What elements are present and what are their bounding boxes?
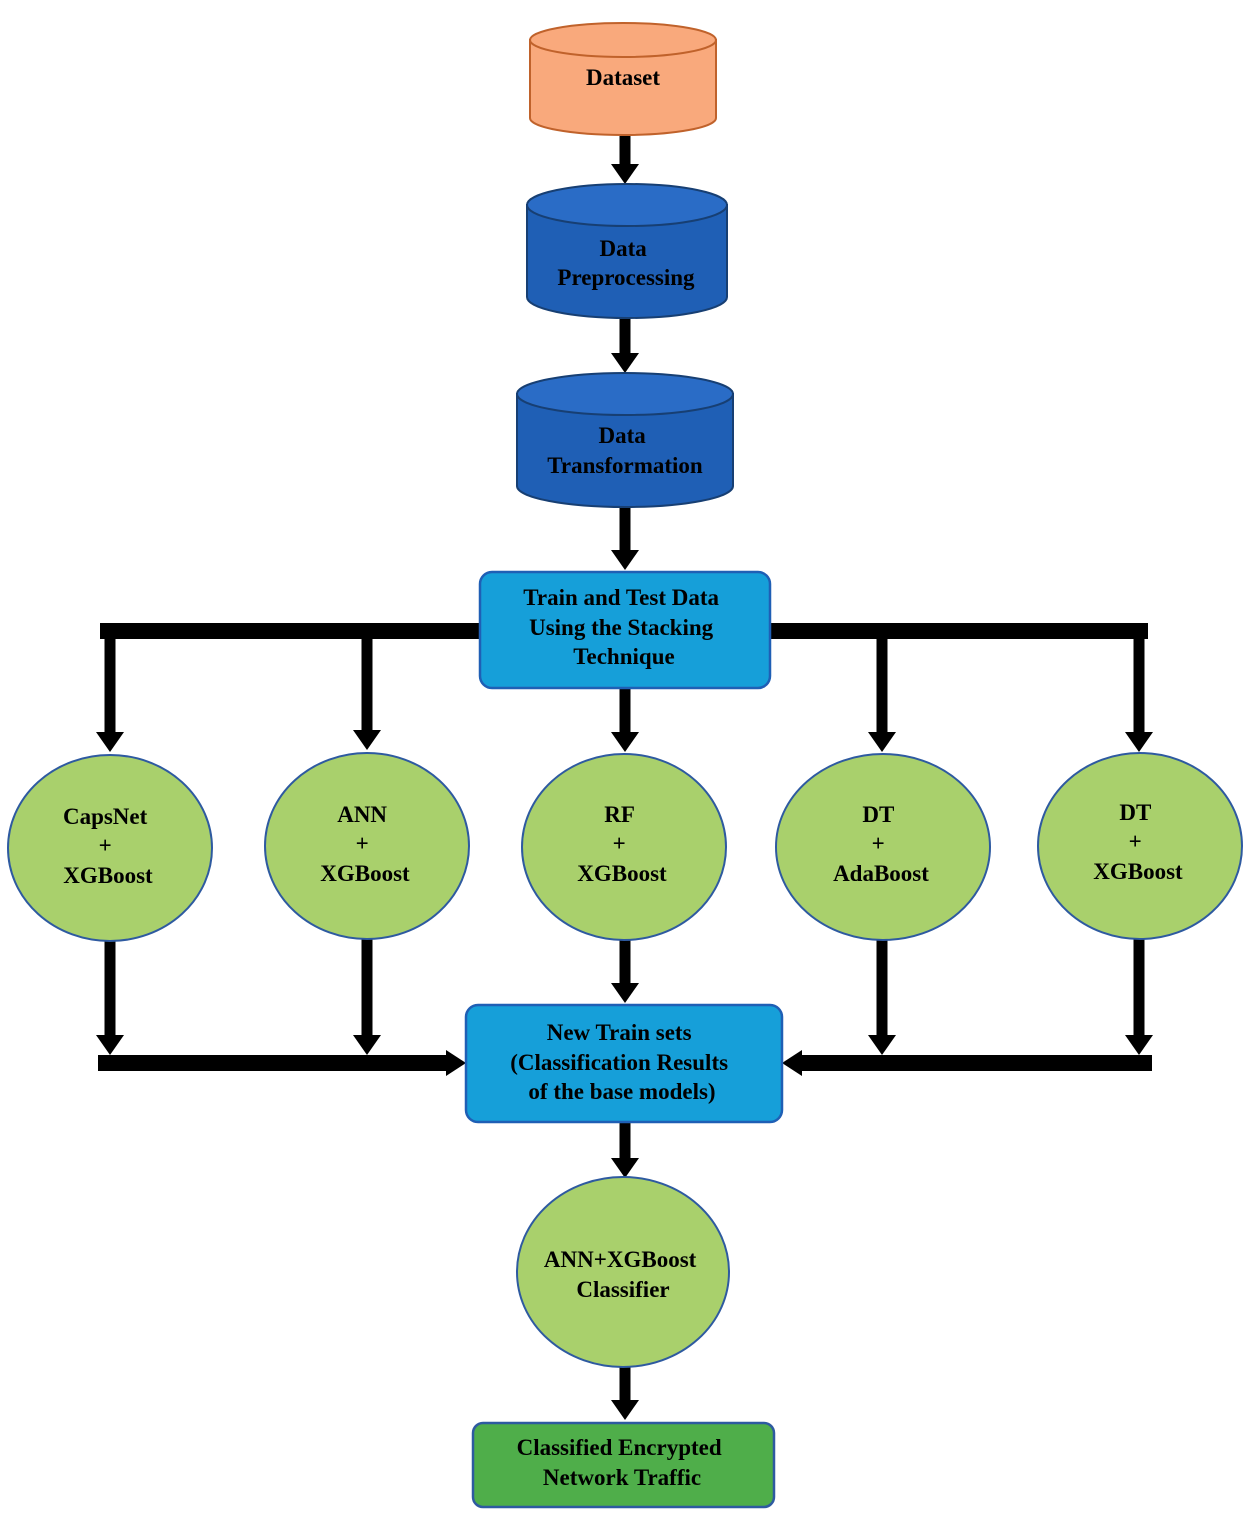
base-model-label-line-2: + xyxy=(99,833,112,858)
base-model-3: RF + XGBoost xyxy=(521,753,727,941)
arrow-to-base-model-4-head xyxy=(868,732,896,752)
base-model-label: RF + XGBoost xyxy=(577,802,667,886)
arrow-from-base-model-5-head xyxy=(1125,1035,1153,1055)
new-train-label: New Train sets (Classification Results o… xyxy=(510,1020,734,1104)
meta-classifier-label-line-2: Classifier xyxy=(576,1277,669,1302)
arrow-to-base-model-1-head xyxy=(96,732,124,752)
base-model-label-line-1: RF xyxy=(604,802,634,827)
arrow-to-base-model-3-head xyxy=(611,732,639,752)
base-model-2: ANN + XGBoost xyxy=(264,752,470,940)
transformation-label: Data Transformation xyxy=(547,423,703,478)
preprocessing-label-line-2: Preprocessing xyxy=(557,265,695,290)
base-model-label-line-1: DT xyxy=(862,802,894,827)
transformation-label-line-2: Transformation xyxy=(547,453,703,478)
arrow-transformation-to-stacking-head xyxy=(611,550,639,570)
connector-arrows xyxy=(96,136,1153,1420)
new-train-box xyxy=(464,1003,784,1124)
meta-classifier-circle xyxy=(516,1176,730,1368)
base-model-circle xyxy=(775,753,991,941)
base-model-label-line-3: XGBoost xyxy=(577,861,667,886)
base-model-label-line-3: XGBoost xyxy=(320,861,410,886)
new-train-label-line-3: of the base models) xyxy=(528,1079,715,1104)
dataset-label-line: Dataset xyxy=(586,65,660,90)
output-node: Classified Encrypted Network Traffic xyxy=(471,1421,776,1509)
transformation-cylinder-top xyxy=(516,372,734,416)
base-model-circle xyxy=(1037,752,1243,940)
output-label-line-2: Network Traffic xyxy=(543,1465,701,1490)
dataset-label: Dataset xyxy=(586,65,660,90)
meta-classifier-label-line-1: ANN+XGBoost xyxy=(544,1247,697,1272)
base-model-label: CapsNet + XGBoost xyxy=(63,804,153,888)
arrow-new-train-to-meta-head xyxy=(611,1158,639,1178)
new-train-node: New Train sets (Classification Results o… xyxy=(464,1003,784,1124)
stacking-label-line-3: Technique xyxy=(573,644,674,669)
base-model-label-line-3: AdaBoost xyxy=(833,861,929,886)
base-model-label-line-2: + xyxy=(613,831,626,856)
stacking-label-line-2: Using the Stacking xyxy=(529,615,714,640)
meta-classifier-node: ANN+XGBoost Classifier xyxy=(516,1176,730,1368)
transformation-label-line-1: Data xyxy=(598,423,646,448)
output-label-line-1: Classified Encrypted xyxy=(517,1435,722,1460)
dataset-cylinder-body xyxy=(529,39,717,136)
base-model-label-line-1: CapsNet xyxy=(63,804,148,829)
base-model-label-line-3: XGBoost xyxy=(1093,859,1183,884)
base-model-4: DT + AdaBoost xyxy=(775,753,991,941)
preprocessing-label-line-1: Data xyxy=(599,236,647,261)
base-model-label-line-2: + xyxy=(872,831,885,856)
arrow-to-base-model-2-head xyxy=(353,730,381,750)
preprocessing-cylinder-top xyxy=(526,183,728,227)
arrow-from-base-model-2-head xyxy=(353,1035,381,1055)
base-model-1: CapsNet + XGBoost xyxy=(7,754,213,942)
transformation-node: Data Transformation xyxy=(516,372,734,508)
new-train-label-line-2: (Classification Results xyxy=(510,1050,728,1075)
base-model-5: DT + XGBoost xyxy=(1037,752,1243,940)
stacking-label-line-1: Train and Test Data xyxy=(523,585,719,610)
preprocessing-label: Data Preprocessing xyxy=(557,236,695,290)
arrow-preprocessing-to-transformation-head xyxy=(611,353,639,373)
arrow-meta-to-output-head xyxy=(611,1400,639,1420)
base-model-circle xyxy=(264,752,470,940)
base-model-label-line-2: + xyxy=(1129,829,1142,854)
stacking-box xyxy=(478,570,772,690)
arrow-from-base-model-3-head xyxy=(611,983,639,1003)
collector-right-head xyxy=(782,1050,802,1076)
arrow-from-base-model-4-head xyxy=(868,1035,896,1055)
stacking-label: Train and Test Data Using the Stacking T… xyxy=(523,585,725,669)
dataset-cylinder-top xyxy=(529,22,717,58)
arrow-from-base-model-1-head xyxy=(96,1035,124,1055)
arrow-to-base-model-5-head xyxy=(1125,732,1153,752)
new-train-label-line-1: New Train sets xyxy=(547,1020,692,1045)
output-label: Classified Encrypted Network Traffic xyxy=(517,1435,728,1490)
base-model-label-line-3: XGBoost xyxy=(63,863,153,888)
output-box xyxy=(471,1421,776,1509)
arrow-dataset-to-preprocessing-head xyxy=(611,164,639,184)
base-model-label: DT + XGBoost xyxy=(1093,800,1183,884)
base-model-circle xyxy=(7,754,213,942)
preprocessing-node: Data Preprocessing xyxy=(526,183,728,319)
collector-left-head xyxy=(446,1050,466,1076)
dataset-node: Dataset xyxy=(529,22,717,136)
base-model-label-line-1: ANN xyxy=(337,802,387,827)
base-model-circle xyxy=(521,753,727,941)
base-model-label: ANN + XGBoost xyxy=(320,802,410,886)
meta-classifier-label: ANN+XGBoost Classifier xyxy=(544,1247,702,1302)
base-model-label-line-1: DT xyxy=(1119,800,1151,825)
transformation-cylinder-body xyxy=(516,393,734,508)
base-model-label: DT + AdaBoost xyxy=(833,802,929,886)
base-model-label-line-2: + xyxy=(356,831,369,856)
preprocessing-cylinder-body xyxy=(526,204,728,319)
stacking-node: Train and Test Data Using the Stacking T… xyxy=(478,570,772,690)
